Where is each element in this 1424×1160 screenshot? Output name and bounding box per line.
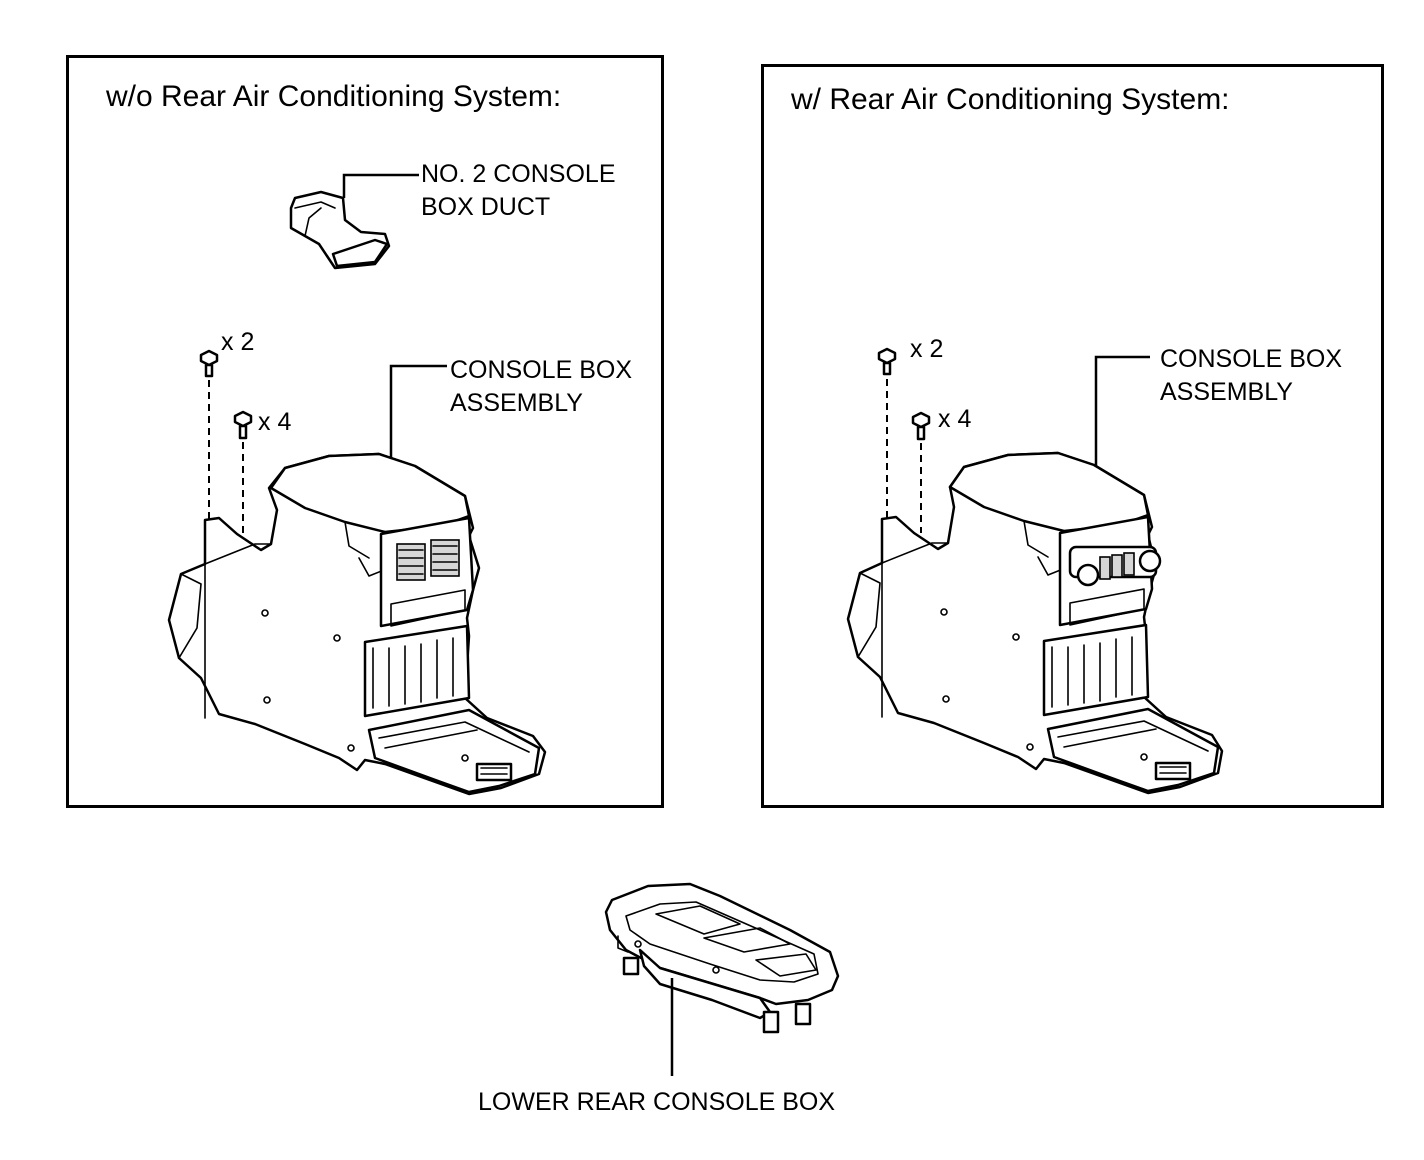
console-leader-line bbox=[1094, 355, 1150, 467]
left-panel-drawing bbox=[167, 173, 547, 796]
console-label: CONSOLE BOX ASSEMBLY bbox=[1160, 345, 1342, 406]
screw-qty-4: x 4 bbox=[938, 405, 972, 433]
lower-console-label: LOWER REAR CONSOLE BOX bbox=[478, 1088, 836, 1116]
lower-rear-console-box-icon bbox=[604, 882, 840, 1034]
bolt-icon bbox=[233, 410, 253, 440]
panel-with-rear-ac: w/ Rear Air Conditioning System: CONSOLE… bbox=[761, 64, 1384, 808]
bolt-icon bbox=[877, 347, 897, 376]
panel-title: w/ Rear Air Conditioning System: bbox=[791, 83, 1230, 116]
bolt-icon bbox=[911, 411, 931, 441]
console-leader-line bbox=[389, 364, 447, 458]
bolt-icon bbox=[199, 349, 219, 378]
console-label: CONSOLE BOX ASSEMBLY bbox=[450, 356, 632, 417]
panel-title: w/o Rear Air Conditioning System: bbox=[106, 80, 562, 113]
duct-leader-line bbox=[342, 173, 419, 198]
screw-qty-2: x 2 bbox=[221, 328, 255, 356]
screw-qty-4: x 4 bbox=[258, 408, 292, 436]
console-box-assembly-icon bbox=[846, 451, 1224, 795]
screw-qty-2: x 2 bbox=[910, 335, 944, 363]
console-box-duct-icon bbox=[289, 190, 391, 270]
panel-without-rear-ac: w/o Rear Air Conditioning System: NO. 2 … bbox=[66, 55, 664, 808]
right-panel-drawing bbox=[846, 347, 1224, 795]
console-box-assembly-icon bbox=[167, 452, 547, 796]
duct-label: NO. 2 CONSOLE BOX DUCT bbox=[421, 160, 616, 221]
